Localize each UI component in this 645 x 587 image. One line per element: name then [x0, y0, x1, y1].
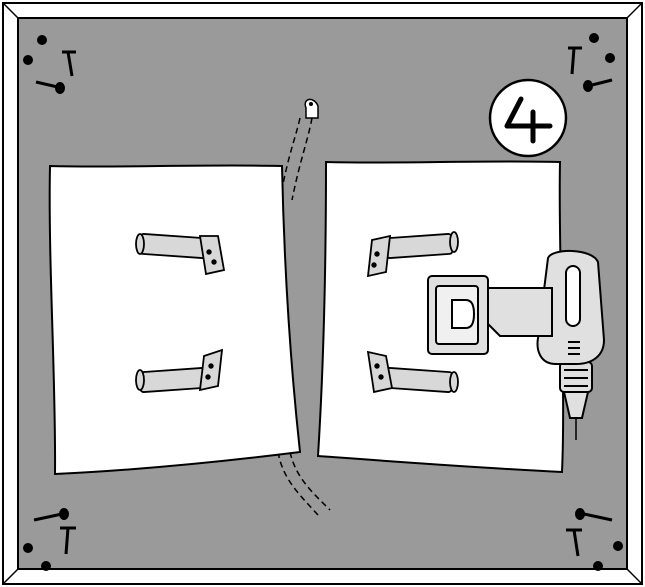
cable-top-clip	[304, 98, 319, 119]
cable-bottom	[277, 451, 331, 516]
bracket-icon	[366, 231, 459, 278]
screw-icon	[568, 33, 615, 92]
bracket-icon	[135, 233, 226, 276]
bracket-icon	[366, 350, 459, 394]
screw-icon	[23, 508, 76, 571]
step-badge: 4	[488, 78, 568, 158]
left-panel	[48, 164, 302, 476]
step-number-glyph	[504, 96, 553, 144]
screw-icon	[23, 35, 76, 94]
screw-icon	[566, 508, 623, 571]
bracket-icon	[135, 348, 224, 393]
drill-icon	[427, 249, 606, 440]
